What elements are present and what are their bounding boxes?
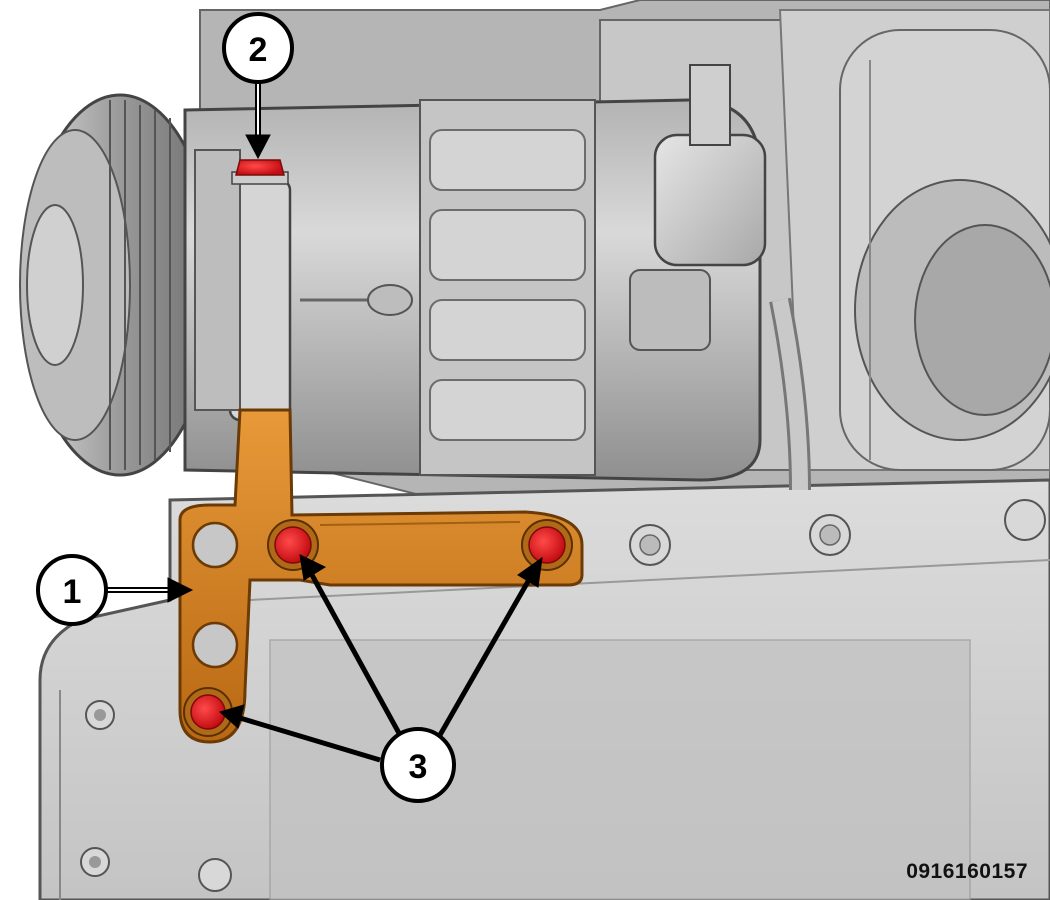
callout-1: 1: [36, 554, 108, 626]
callout-2: 2: [222, 12, 294, 84]
figure-id: 0916160157: [906, 860, 1028, 883]
bracket-bolt: [183, 687, 233, 737]
svg-text:3: 3: [409, 748, 428, 786]
leader-arrows: [105, 82, 543, 763]
pan-bolt: [85, 700, 115, 730]
callout-3: 3: [380, 727, 456, 803]
bracket-hole: [191, 621, 239, 669]
bracket-bolt: [521, 519, 573, 571]
oil-filter-housing: [839, 29, 1050, 471]
ac-compressor: [19, 64, 767, 482]
compressor-upper-bolt: [231, 159, 289, 185]
pan-bolt: [198, 858, 232, 892]
pan-bolt: [809, 514, 851, 556]
oil-pan: [38, 478, 1050, 900]
pan-bolt: [629, 524, 671, 566]
svg-text:2: 2: [249, 31, 268, 69]
pan-bolt: [80, 847, 110, 877]
pan-bolt: [1004, 499, 1046, 541]
svg-text:1: 1: [63, 573, 82, 611]
bracket-hole: [191, 521, 239, 569]
